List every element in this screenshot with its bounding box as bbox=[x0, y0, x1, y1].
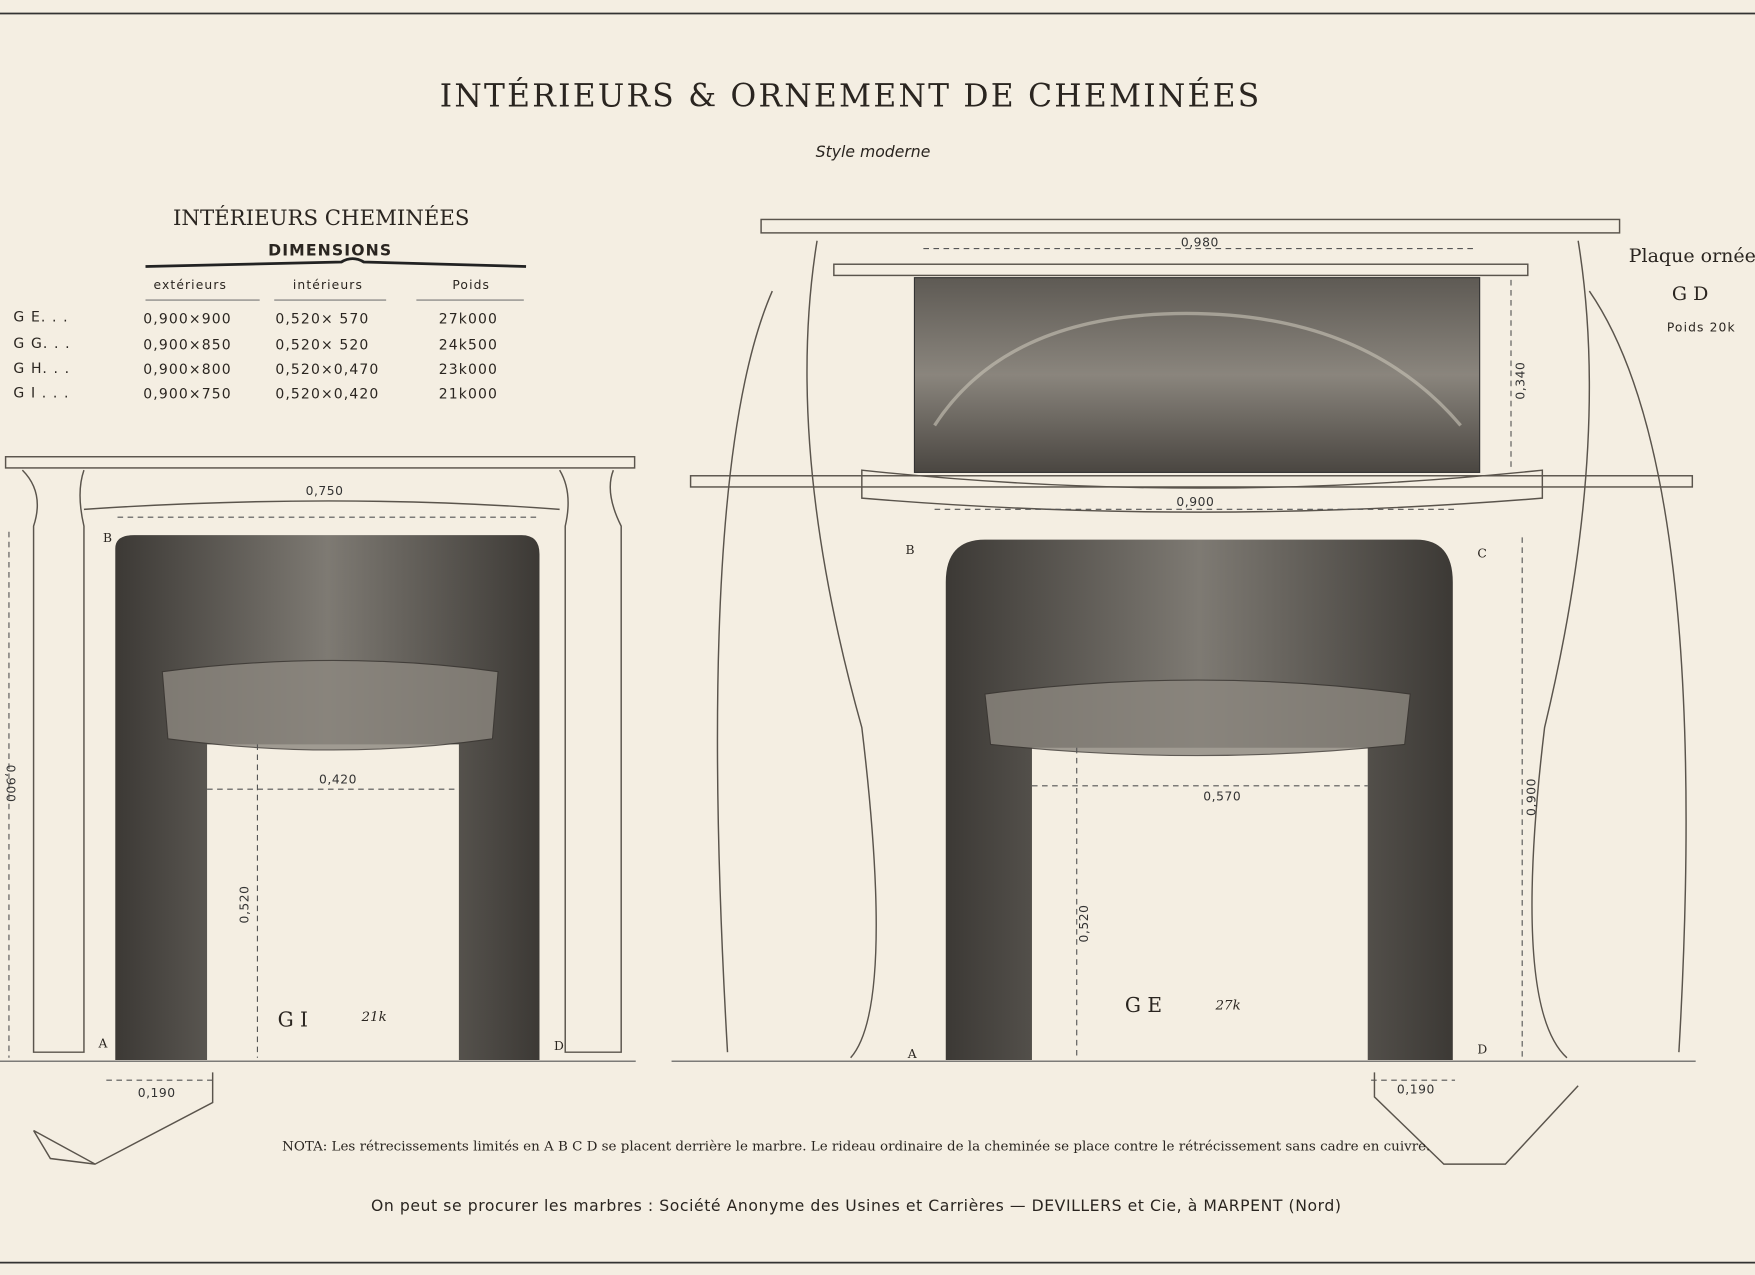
point-a: A bbox=[907, 1047, 917, 1061]
point-a: A bbox=[97, 1037, 107, 1051]
point-d: D bbox=[1477, 1042, 1487, 1056]
dim-height-inner: 0,520 bbox=[237, 885, 251, 923]
row-exterieurs: 0,900×900 bbox=[143, 312, 232, 328]
weight-label: 27k bbox=[1215, 999, 1241, 1014]
row-interieurs: 0,520× 570 bbox=[275, 312, 369, 328]
dim-width-inner: 0,570 bbox=[1203, 789, 1241, 803]
footer-text: On peut se procurer les marbres : Sociét… bbox=[371, 1196, 1342, 1215]
page-subtitle: Style moderne bbox=[816, 142, 931, 161]
dim-depth: 0,190 bbox=[138, 1086, 176, 1100]
fireplace-ge-drawing: 0,980 0,340 0,900 0,570 0,520 0,900 0,19… bbox=[671, 218, 1696, 1165]
row-interieurs: 0,520×0,420 bbox=[275, 387, 379, 403]
row-poids: 23k000 bbox=[439, 362, 498, 378]
dim-width-outer: 0,750 bbox=[306, 484, 344, 498]
dim-height-inner: 0,520 bbox=[1077, 904, 1091, 942]
dim-height-outer: 0,900 bbox=[1525, 778, 1539, 816]
plaque-model: G D bbox=[1672, 283, 1708, 305]
ornate-plaque-gd bbox=[913, 277, 1481, 473]
row-model: G H. . . bbox=[13, 361, 70, 377]
header-poids: Poids bbox=[452, 278, 490, 292]
header-interieurs: intérieurs bbox=[293, 278, 363, 292]
flourish-divider bbox=[145, 257, 527, 268]
dim-height-outer: 0,900 bbox=[4, 765, 18, 803]
nota-text: NOTA: Les rétrecissements limités en A B… bbox=[282, 1140, 1430, 1155]
row-exterieurs: 0,900×750 bbox=[143, 387, 232, 403]
row-interieurs: 0,520×0,470 bbox=[275, 362, 379, 378]
row-poids: 24k500 bbox=[439, 337, 498, 353]
dim-plaque-height: 0,340 bbox=[1513, 362, 1527, 400]
dim-depth: 0,190 bbox=[1397, 1083, 1435, 1097]
weight-label: 21k bbox=[361, 1010, 387, 1025]
point-d: D bbox=[554, 1039, 564, 1053]
page-title: INTÉRIEURS & ORNEMENT DE CHEMINÉES bbox=[440, 76, 1262, 114]
model-label: G E bbox=[1125, 993, 1162, 1017]
cast-iron-insert bbox=[115, 535, 540, 1061]
point-c: C bbox=[1477, 546, 1486, 560]
header-exterieurs: extérieurs bbox=[154, 278, 227, 292]
row-exterieurs: 0,900×800 bbox=[143, 362, 232, 378]
dim-width-inner: 0,420 bbox=[319, 773, 357, 787]
model-label: G I bbox=[278, 1007, 308, 1031]
dimensions-table: INTÉRIEURS CHEMINÉES DIMENSIONS extérieu… bbox=[13, 206, 527, 403]
row-exterieurs: 0,900×850 bbox=[143, 337, 232, 353]
table-subtitle: DIMENSIONS bbox=[268, 240, 392, 259]
plaque-label: Plaque ornée bbox=[1629, 245, 1755, 267]
fireplace-gi-drawing: 0,750 0,420 0,520 0,900 0,190 B A D G I … bbox=[0, 456, 636, 1165]
row-interieurs: 0,520× 520 bbox=[275, 337, 369, 353]
cast-iron-insert bbox=[945, 539, 1453, 1061]
dim-width-outer: 0,900 bbox=[1176, 495, 1214, 509]
point-b: B bbox=[905, 543, 914, 557]
plaque-weight: Poids 20k bbox=[1667, 320, 1736, 334]
point-b: B bbox=[103, 531, 112, 545]
row-model: G I . . . bbox=[13, 385, 69, 401]
row-model: G G. . . bbox=[13, 336, 70, 352]
dim-plaque-width: 0,980 bbox=[1181, 235, 1219, 249]
row-poids: 21k000 bbox=[439, 387, 498, 403]
table-title: INTÉRIEURS CHEMINÉES bbox=[173, 206, 469, 231]
row-poids: 27k000 bbox=[439, 312, 498, 328]
row-model: G E. . . bbox=[13, 309, 68, 325]
